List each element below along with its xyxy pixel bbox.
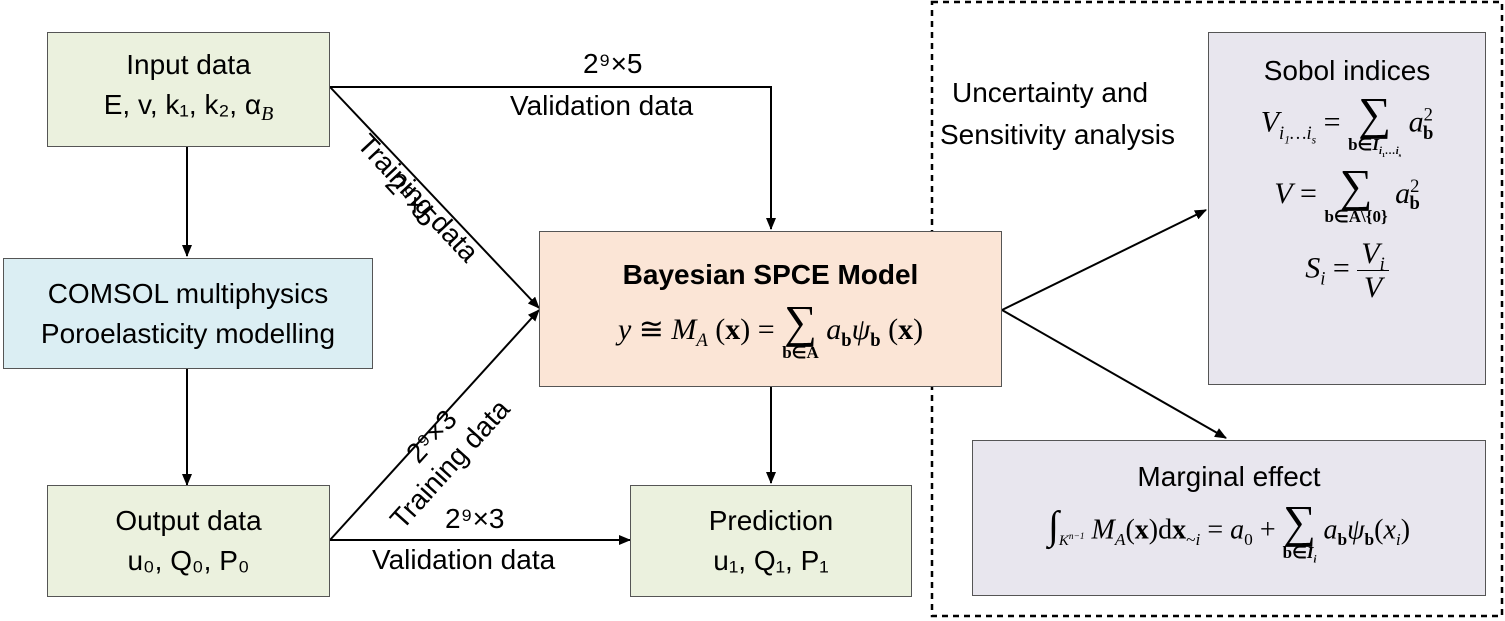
input-data-title: Input data: [126, 49, 251, 80]
spce-model-title: Bayesian SPCE Model: [622, 259, 919, 290]
analysis-label-line-1: Uncertainty and: [952, 77, 1149, 108]
comsol-line-2: Poroelasticity modelling: [40, 317, 336, 349]
top-edge-label: Validation data: [510, 90, 694, 121]
output-data-title: Output data: [115, 505, 262, 536]
analysis-label: Uncertainty and Sensitivity analysis: [940, 72, 1175, 156]
comsol-line-1: COMSOL multiphysics: [47, 277, 329, 309]
sobol-eq-total-variance: V = ∑b∈A\{0} a2b: [1274, 159, 1420, 226]
input-data-box: Input data E, v, k₁, k₂, αB: [47, 32, 330, 147]
analysis-label-line-2: Sensitivity analysis: [940, 119, 1175, 150]
sobol-eq-partial-variance: Vi1…is = ∑b∈Ii1…is a2b: [1260, 88, 1434, 160]
arrow-model-to-sobol: [1001, 209, 1207, 311]
prediction-vars: u₁, Q₁, P₁: [713, 545, 829, 576]
arrow-input-training: [329, 86, 540, 309]
arrow-output-training: [329, 309, 540, 541]
bottom-edge-count: 2⁹×3: [445, 503, 505, 534]
prediction-title: Prediction: [708, 505, 834, 536]
marginal-effect-box: Marginal effect ∫Kn−1 MA(x)dx~i = a0 + ∑…: [972, 440, 1486, 596]
arrow-input-validation: [330, 86, 776, 230]
output-data-vars: u₀, Q₀, P₀: [127, 545, 250, 576]
top-edge-count: 2⁹×5: [583, 48, 643, 79]
spce-model-equation: y ≅ MA (x) = ∑b∈A abψb (x): [617, 296, 924, 363]
bottom-edge-label: Validation data: [372, 544, 556, 575]
comsol-model-box: COMSOL multiphysics Poroelasticity model…: [3, 258, 373, 369]
marginal-title: Marginal effect: [1137, 461, 1321, 492]
marginal-equation: ∫Kn−1 MA(x)dx~i = a0 + ∑b∈Ii abψb(xi): [1047, 496, 1411, 566]
input-data-vars: E, v, k₁, k₂, αB: [103, 89, 274, 125]
sobol-title: Sobol indices: [1263, 55, 1431, 86]
arrow-model-to-marginal: [1001, 309, 1227, 439]
output-data-box: Output data u₀, Q₀, P₀: [47, 485, 330, 597]
prediction-box: Prediction u₁, Q₁, P₁: [630, 485, 912, 597]
spce-model-box: Bayesian SPCE Model y ≅ MA (x) = ∑b∈A ab…: [539, 231, 1002, 387]
sobol-indices-box: Sobol indices Vi1…is = ∑b∈Ii1…is a2b V =…: [1208, 32, 1486, 385]
